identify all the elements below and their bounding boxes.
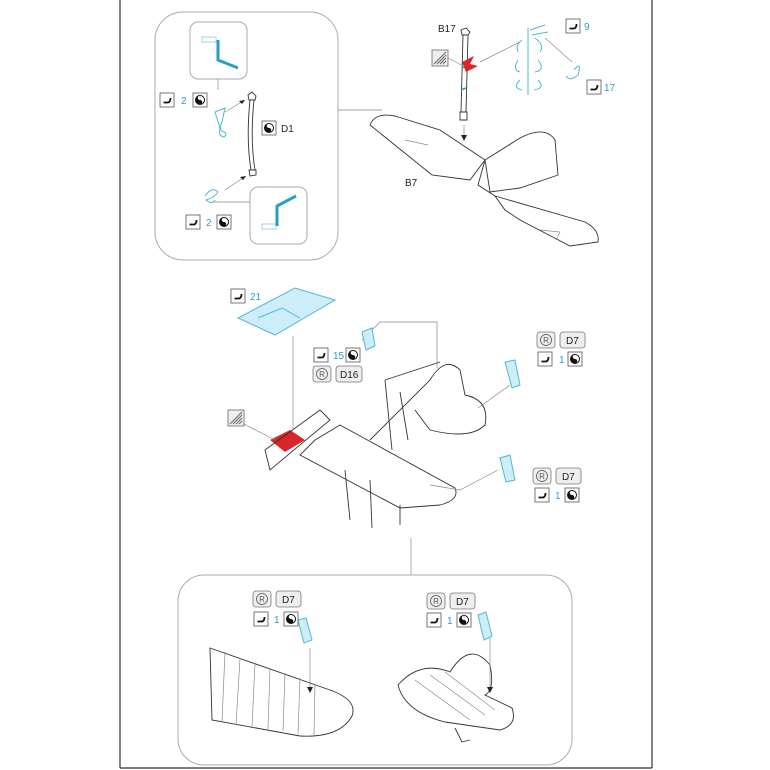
- fuselage-assembly: B7: [369, 114, 599, 247]
- fold-icon: [456, 612, 472, 628]
- biplane-assembly: 21 15 D16 D7 1: [227, 287, 586, 575]
- part-label: D16: [340, 370, 359, 381]
- part-label: D7: [282, 595, 295, 606]
- pe-floor-21: 21: [230, 287, 337, 430]
- quantity: 1: [559, 355, 565, 366]
- fold-icon: [345, 347, 361, 363]
- detail-panel-horn: D7 1 D7 1: [177, 574, 573, 766]
- callout-d7-wing: D7 1: [532, 467, 582, 503]
- bend-icon: [586, 79, 602, 95]
- quantity: 2: [181, 96, 187, 107]
- callout-d7-tail: D7 1: [536, 331, 586, 367]
- part-label: B17: [438, 24, 456, 35]
- inset-upper-bend: [189, 21, 248, 90]
- inset-lower-bend: [212, 186, 308, 245]
- bend-icon: [426, 612, 442, 628]
- resin-r-icon: [252, 590, 272, 608]
- fold-icon: [192, 92, 208, 108]
- pe-part-upper: [214, 107, 227, 138]
- fold-icon: [261, 120, 277, 136]
- page-frame: [119, 0, 653, 769]
- quantity: 1: [274, 615, 280, 626]
- part-label: B7: [405, 178, 418, 189]
- quantity: 1: [447, 616, 453, 627]
- fold-icon: [564, 487, 580, 503]
- resin-r-icon: [536, 331, 556, 349]
- callout-d1: D1: [261, 120, 294, 136]
- bend-icon: [253, 611, 269, 627]
- quantity: 2: [206, 218, 212, 229]
- part-label: D1: [281, 124, 294, 135]
- bend-icon: [565, 18, 581, 34]
- fold-icon: [216, 214, 232, 230]
- tail-detail: D7 1: [397, 592, 514, 743]
- callout-lower: 2: [185, 214, 232, 230]
- detail-panel-strut: 2 D1 2: [154, 11, 382, 261]
- resin-r-icon: [532, 467, 552, 485]
- paint-hatch-icon: [227, 409, 245, 427]
- bend-icon: [159, 92, 175, 108]
- bend-icon: [537, 351, 553, 367]
- pe-part-lower: [204, 189, 219, 203]
- bend-icon: [185, 214, 201, 230]
- callout-15-d16: 15 D16: [312, 347, 363, 383]
- part-label: D7: [456, 597, 469, 608]
- bend-icon: [534, 487, 550, 503]
- wing-detail: D7 1: [209, 590, 354, 737]
- quantity: 1: [555, 491, 561, 502]
- bend-icon: [230, 288, 246, 304]
- strut-d1: [247, 91, 257, 177]
- pe-harness: 9 17: [479, 18, 616, 95]
- strut-b17: B17: [431, 24, 478, 141]
- fold-icon: [283, 611, 299, 627]
- callout-upper: 2: [159, 92, 208, 108]
- quantity: 17: [604, 83, 616, 94]
- fold-icon: [567, 351, 583, 367]
- bend-icon: [313, 347, 329, 363]
- quantity: 15: [333, 351, 345, 362]
- resin-r-icon: [426, 592, 446, 610]
- part-label: D7: [566, 336, 579, 347]
- resin-r-icon: [312, 365, 332, 383]
- paint-hatch-icon: [431, 49, 449, 67]
- part-label: D7: [562, 472, 575, 483]
- quantity: 9: [584, 22, 590, 33]
- quantity: 21: [250, 292, 262, 303]
